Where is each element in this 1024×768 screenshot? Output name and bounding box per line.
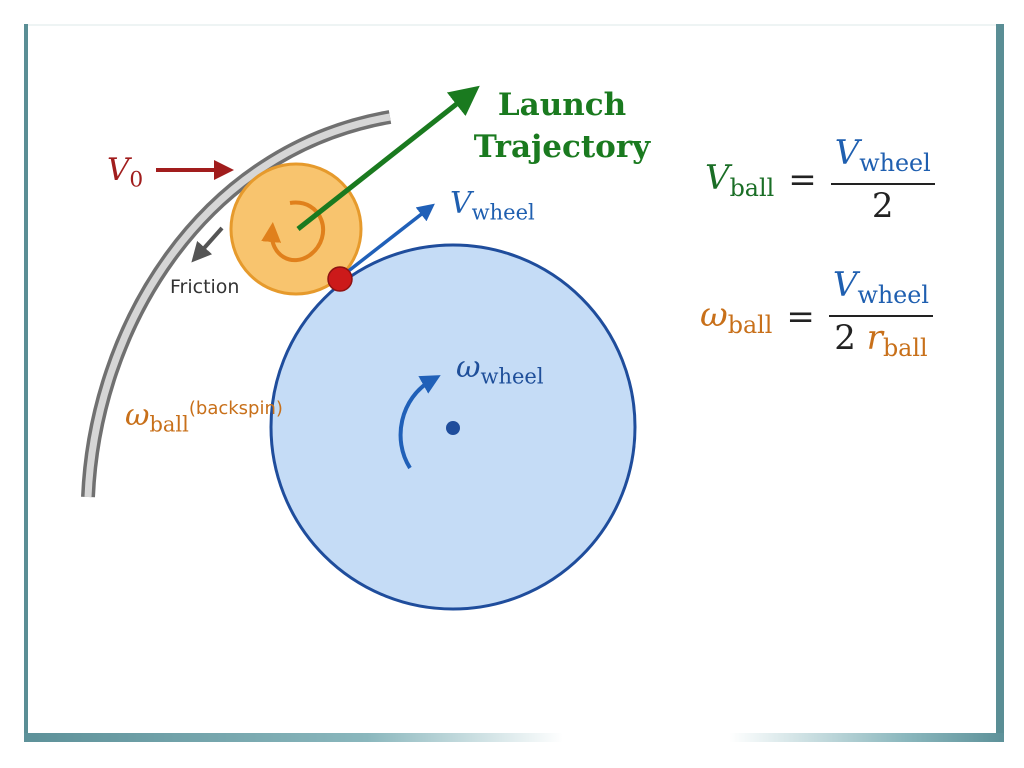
v-wheel-label: Vwheel [450,186,535,224]
v-wheel-symbol: V [450,186,472,221]
eq2-fraction-bar [828,315,933,318]
eq2-lhs: ωball [700,295,772,339]
eq1-fraction: Vwheel 2 [830,133,935,227]
eq1-num-symbol: V [834,133,860,173]
omega-ball-label: ωball(backspin) [125,398,283,436]
contact-point [327,266,353,292]
omega-wheel-symbol: ω [456,350,481,385]
eq1-denominator: 2 [871,186,894,227]
eq2-equals: = [786,297,815,338]
ball [229,162,363,296]
eq1-lhs-symbol: V [705,158,730,198]
eq2-fraction: Vwheel 2 rball [828,265,933,369]
v-wheel-arrow [340,203,435,278]
launch-trajectory-label: Launch Trajectory [462,84,662,168]
omega-ball-subscript: ball [149,412,189,437]
eq2-lhs-symbol: ω [700,295,728,336]
omega-ball-symbol: ω [125,398,150,433]
eq2-den-radius: rball [866,318,928,362]
ball-spin-arrow [261,200,326,262]
v0-subscript: 0 [129,167,144,193]
equation-v-ball: Vball = Vwheel 2 [705,133,935,227]
eq1-fraction-bar [830,183,935,186]
v0-label: V0 [107,152,143,193]
omega-wheel-label: ωwheel [456,350,544,388]
eq1-numerator: Vwheel [831,133,935,183]
eq1-lhs: Vball [705,158,774,202]
eq2-lhs-subscript: ball [727,311,773,340]
launch-label-line1: Launch [497,87,627,123]
v-wheel-subscript: wheel [471,200,535,225]
omega-wheel-subscript: wheel [480,364,544,389]
equation-omega-ball: ωball = Vwheel 2 rball [700,265,933,369]
eq2-numerator: Vwheel [829,265,933,315]
flywheel-axle [446,421,460,435]
eq2-num-subscript: wheel [857,281,929,310]
eq2-den-subscript: ball [882,334,928,363]
eq2-denominator: 2 rball [834,317,927,369]
backspin-note: (backspin) [188,398,283,420]
omega-wheel-arrow [398,375,441,470]
v0-symbol: V [107,152,130,188]
eq2-num-symbol: V [832,265,858,305]
eq2-den-coefficient: 2 [834,318,856,359]
eq1-equals: = [788,160,817,201]
frame-top-edge [28,24,996,26]
friction-arrow [191,226,224,263]
launch-trajectory-arrow [296,85,480,231]
friction-label: Friction [170,276,240,298]
eq1-lhs-subscript: ball [729,174,775,203]
eq1-num-subscript: wheel [859,149,931,178]
guide-rail-highlight [84,113,391,498]
launch-label-line2: Trajectory [473,129,651,165]
eq2-den-symbol: r [866,318,883,359]
